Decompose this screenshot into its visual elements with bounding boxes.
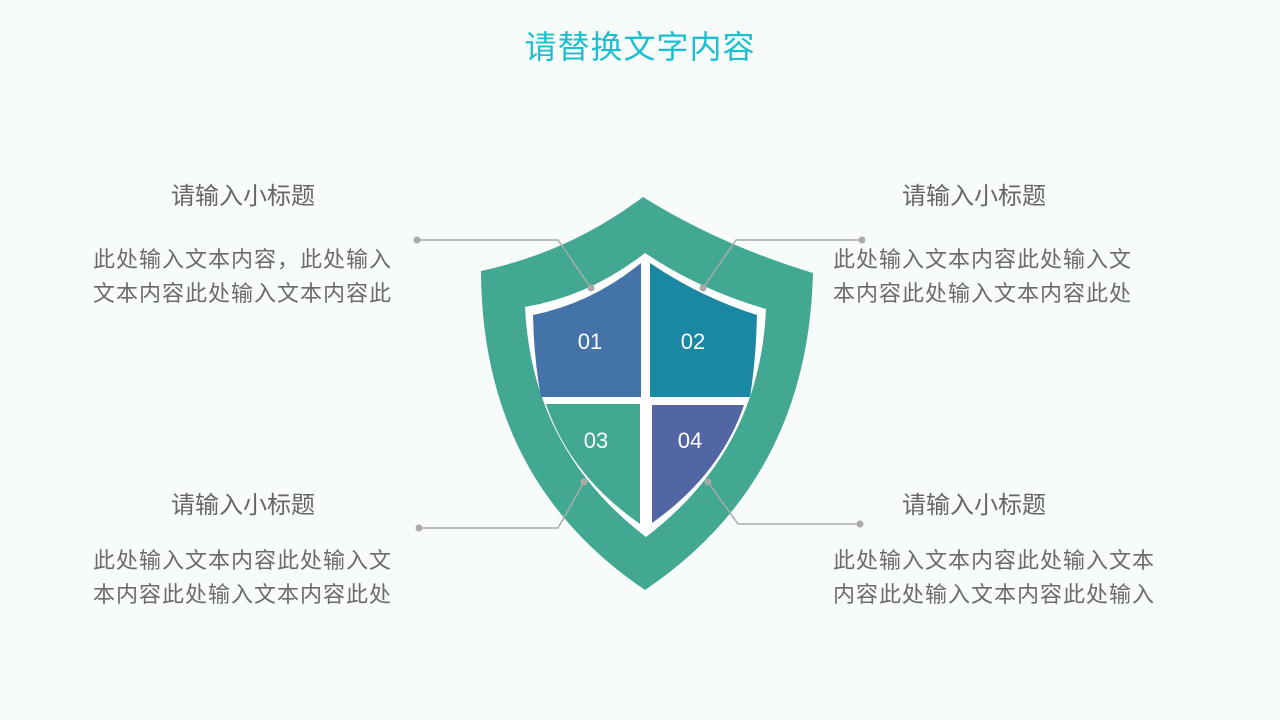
connector-bottom-right <box>707 481 860 525</box>
connector-dot <box>699 284 707 292</box>
text-line: 此处输入文本内容此处输入文本 <box>833 549 1156 574</box>
connector-dot <box>704 478 712 486</box>
segment-number-02: 02 <box>681 329 705 354</box>
segment-number-04: 04 <box>678 428 702 453</box>
connector-top-right <box>702 239 862 289</box>
text-line: 本内容此处输入文本内容此处 <box>833 282 1133 307</box>
connector-dot <box>587 284 595 292</box>
segment-04[interactable] <box>652 405 744 523</box>
connector-dot <box>580 478 588 486</box>
subtitle-bottom-left: 请输入小标题 <box>171 491 315 519</box>
body-text-top-left: 此处输入文本内容，此处输入 文本内容此处输入文本内容此 <box>93 244 433 312</box>
segment-03[interactable] <box>546 404 640 524</box>
subtitle-bottom-right: 请输入小标题 <box>902 491 1046 519</box>
connector-dot <box>856 520 864 528</box>
body-text-top-right: 此处输入文本内容此处输入文 本内容此处输入文本内容此处 <box>833 244 1193 312</box>
connector-dot <box>858 236 866 244</box>
page-title: 请替换文字内容 <box>524 28 756 66</box>
text-line: 本内容此处输入文本内容此处 <box>93 583 393 608</box>
subtitle-top-left: 请输入小标题 <box>171 182 315 210</box>
segment-number-03: 03 <box>584 428 608 453</box>
segment-02[interactable] <box>650 263 757 397</box>
connector-bottom-left <box>419 481 585 529</box>
connector-dot <box>415 524 423 532</box>
subtitle-top-right: 请输入小标题 <box>902 182 1046 210</box>
connector-dot <box>413 236 421 244</box>
connector-top-left <box>417 239 592 289</box>
body-text-bottom-right: 此处输入文本内容此处输入文本 内容此处输入文本内容此处输入 <box>833 545 1213 613</box>
segment-number-01: 01 <box>578 329 602 354</box>
text-line: 此处输入文本内容此处输入文 <box>93 549 393 574</box>
text-line: 此处输入文本内容此处输入文 <box>833 248 1133 273</box>
text-line: 内容此处输入文本内容此处输入 <box>833 583 1156 608</box>
body-text-bottom-left: 此处输入文本内容此处输入文 本内容此处输入文本内容此处 <box>93 545 433 613</box>
text-line: 文本内容此处输入文本内容此 <box>93 282 393 307</box>
segment-01[interactable] <box>533 263 641 397</box>
text-line: 此处输入文本内容，此处输入 <box>93 248 393 273</box>
